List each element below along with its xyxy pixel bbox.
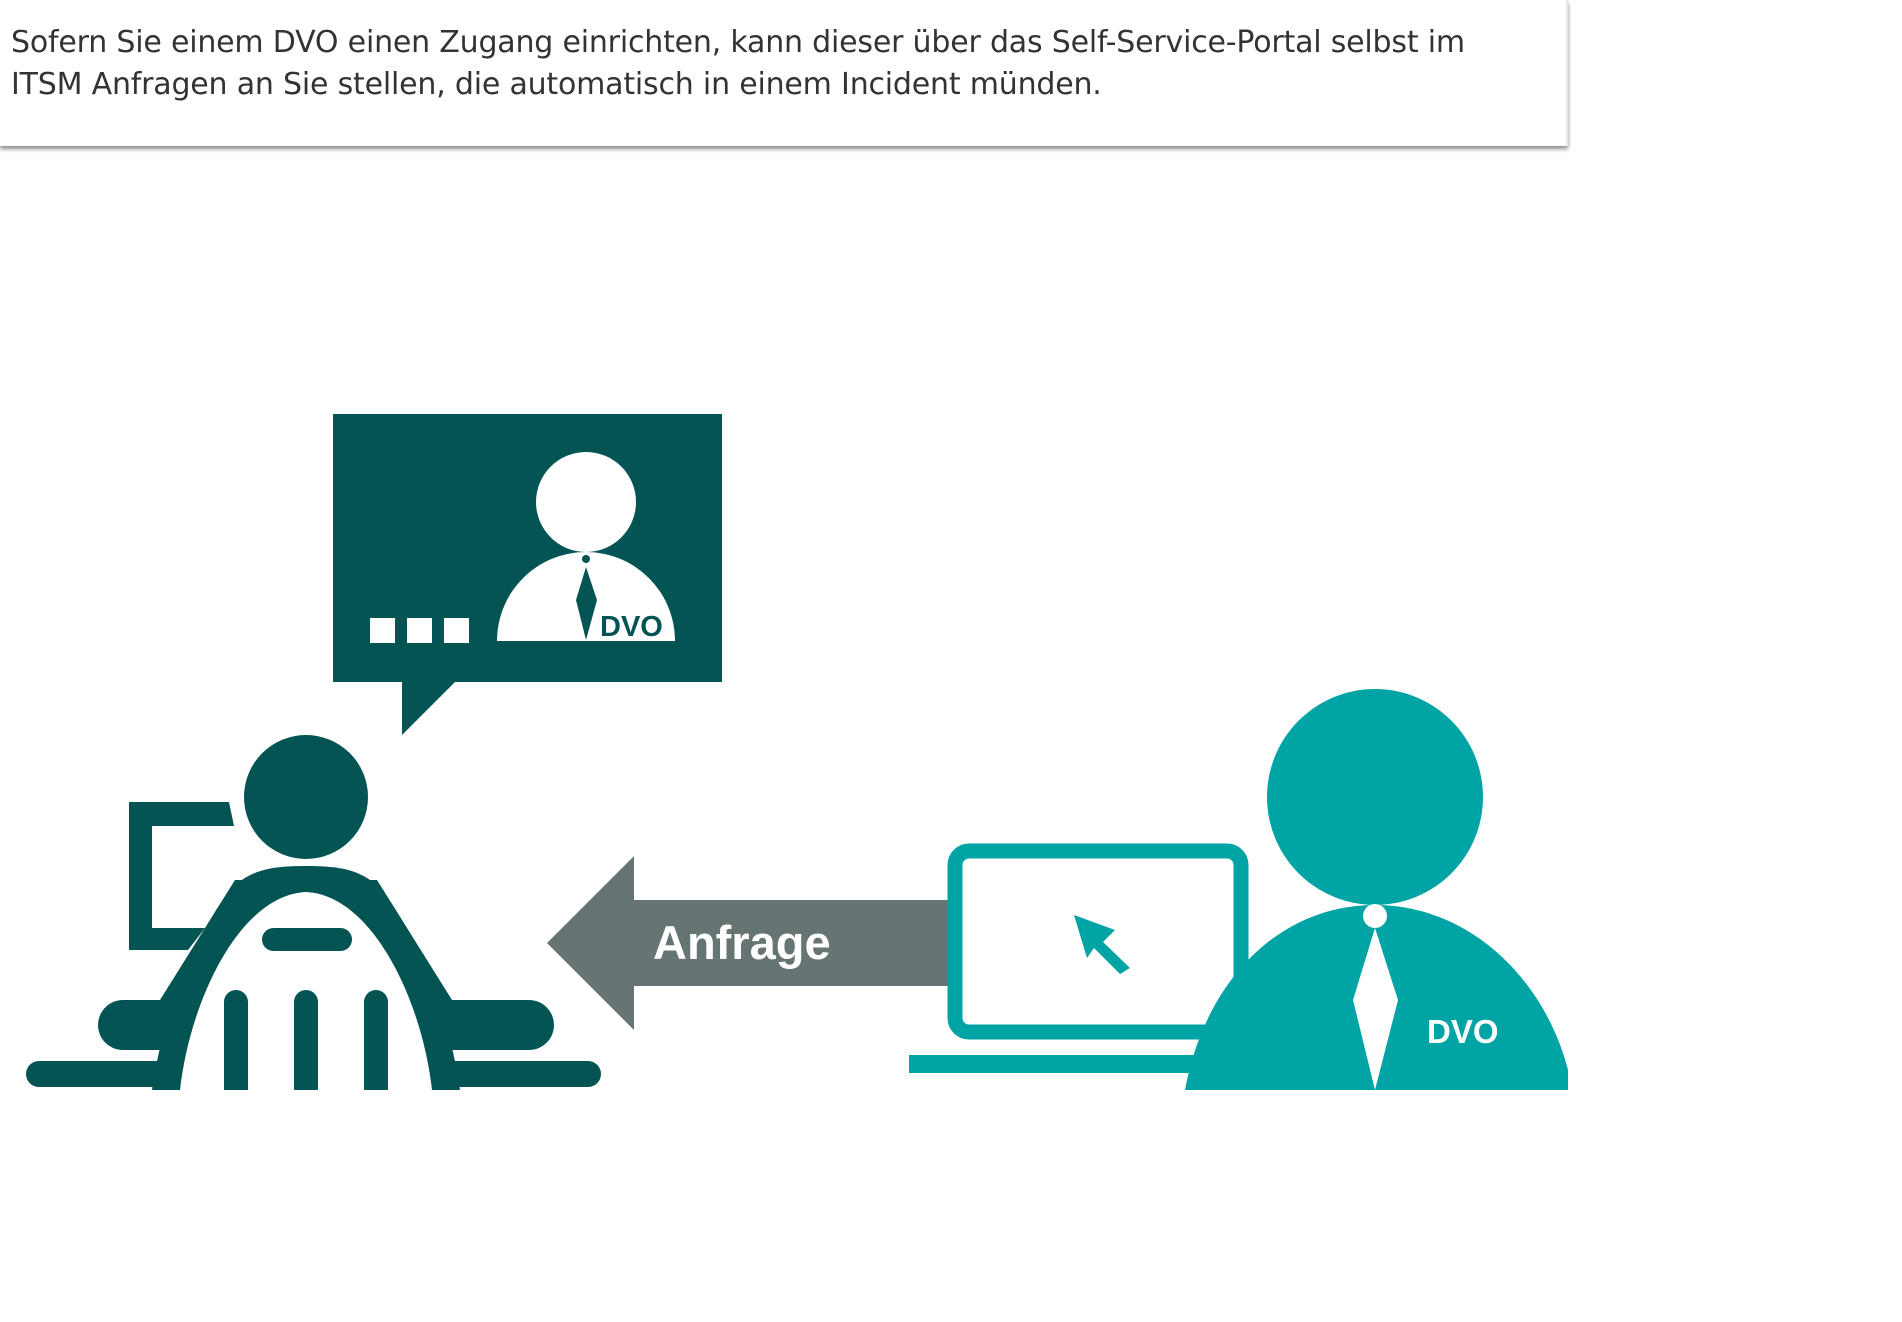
access-request-diagram: DVO Anfrage <box>26 414 1568 1090</box>
laptop-icon <box>909 843 1249 1073</box>
dvo-avatar-icon: DVO <box>497 452 675 643</box>
info-panel: Sofern Sie einem DVO einen Zugang einric… <box>0 0 1568 146</box>
typing-dots-icon <box>370 618 469 643</box>
bubble-dvo-label: DVO <box>600 611 663 643</box>
request-arrow: Anfrage <box>547 856 950 1030</box>
cursor-icon <box>1074 915 1130 974</box>
speech-bubble: DVO <box>333 414 722 735</box>
chair-back-icon <box>180 892 432 1090</box>
requester-dvo-label: DVO <box>1427 1013 1499 1050</box>
info-text: Sofern Sie einem DVO einen Zugang einric… <box>11 25 1465 102</box>
arrow-label: Anfrage <box>653 916 831 969</box>
dvo-requester-icon: DVO <box>1185 689 1568 1090</box>
